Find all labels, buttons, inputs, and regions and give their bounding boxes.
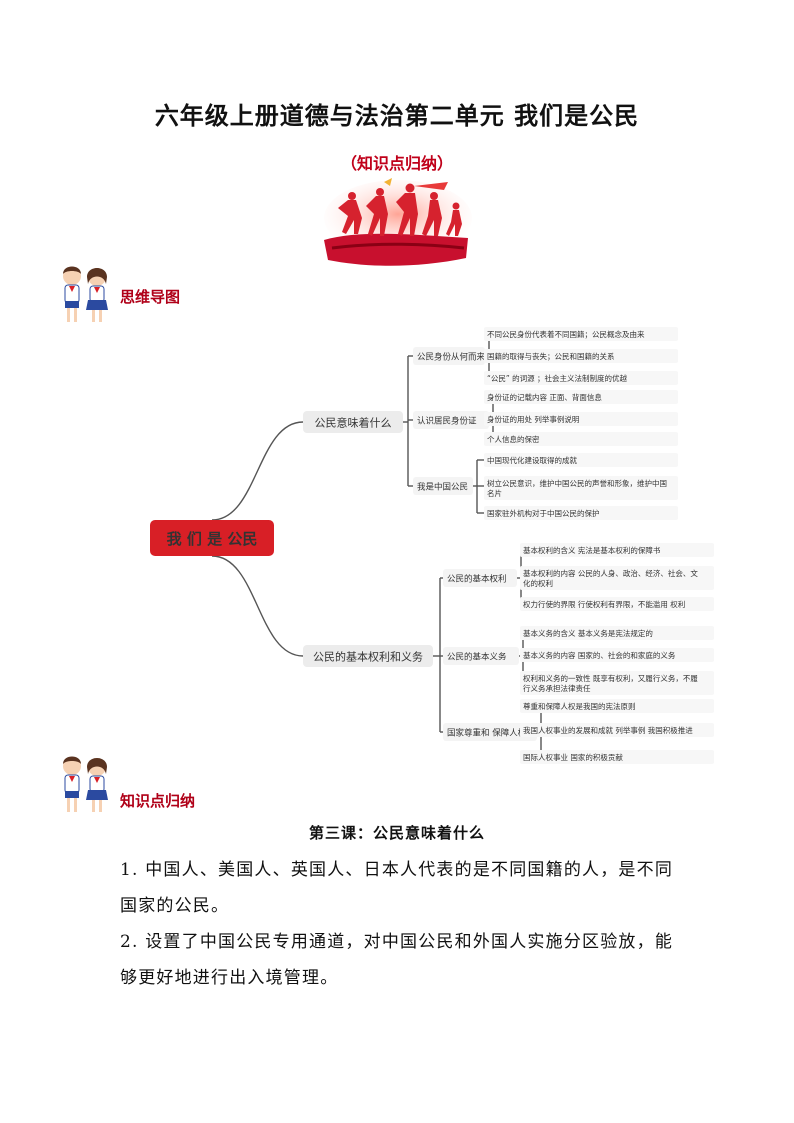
mindmap-leaf-node <box>484 371 678 385</box>
mindmap-leaf-node <box>520 723 714 737</box>
mindmap-branch-node <box>303 411 403 433</box>
paragraph-line: 国家的公民。 <box>120 896 230 916</box>
knowledge-point-2: 2. 设置了中国公民专用通道，对中国公民和外国人实施分区验放，能 够更好地进行出… <box>120 924 680 996</box>
paragraph-line: 2. 设置了中国公民专用通道，对中国公民和外国人实施分区验放，能 <box>120 932 674 952</box>
mindmap-leaf-label: 行义务承担法律责任 <box>523 683 591 693</box>
mindmap-topic-node <box>413 347 485 365</box>
mindmap-topic-label: 公民的基本权利 <box>447 574 507 585</box>
mindmap-leaf-node <box>484 506 678 520</box>
mindmap-leaf-node <box>484 412 678 426</box>
mindmap-leaf-label: 权力行使的界限 行使权利有界限，不能滥用 权利 <box>523 599 685 609</box>
page-subtitle: （知识点归纳） <box>340 154 453 173</box>
knowledge-point-1: 1. 中国人、美国人、英国人、日本人代表的是不同国籍的人，是不同 国家的公民。 <box>120 852 680 924</box>
lesson-title: 第三课：公民意味着什么 <box>308 824 485 842</box>
mindmap-topic-node <box>443 647 519 665</box>
mindmap-topic-node <box>413 411 489 429</box>
mindmap-leaf-node <box>520 648 714 662</box>
runners-banner-image <box>324 178 472 266</box>
mindmap-leaf-label: 不同公民身份代表着不同国籍；公民概念及由来 <box>487 329 645 339</box>
mindmap-branch-label: 公民的基本权利和义务 <box>313 650 423 664</box>
mindmap-section-label: 思维导图 <box>120 288 181 306</box>
mindmap-leaf-node <box>520 671 714 695</box>
mindmap-topic-label: 我是中国公民 <box>417 482 468 493</box>
mindmap-leaf-node <box>484 453 678 467</box>
mindmap-topic-label: 公民身份从何而来 <box>417 352 486 363</box>
page-title: 六年级上册道德与法治第二单元 我们是公民 <box>154 101 640 130</box>
mindmap-leaf-label: “公民” 的词源 ；社会主义法制制度的优越 <box>487 373 628 383</box>
mindmap-leaf-label: 国际人权事业 国家的积极贡献 <box>523 752 623 762</box>
mindmap-leaf-label: 尊重和保障人权是我国的宪法原则 <box>523 701 636 711</box>
mindmap-leaf-label: 身份证的记载内容 正面、背面信息 <box>487 392 602 402</box>
mindmap-leaf-node <box>484 390 678 404</box>
mindmap-root-label: 我 们 是 公民 <box>167 530 258 548</box>
mindmap-topic-node <box>443 569 517 587</box>
mindmap-leaf-node <box>520 626 714 640</box>
mindmap-leaf-label: 基本权利的内容 公民的人身、政治、经济、社会、文 <box>523 568 698 578</box>
mindmap-leaf-label: 国籍的取得与丧失；公民和国籍的关系 <box>487 351 615 361</box>
mindmap-leaf-node <box>520 597 714 611</box>
knowledge-section-label: 知识点归纳 <box>120 792 196 810</box>
mindmap-leaf-node <box>484 476 678 500</box>
mindmap-leaf-label: 我国人权事业的发展和成就 列举事例 我国积极推进 <box>523 725 693 735</box>
mindmap-leaf-label: 个人信息的保密 <box>487 434 540 444</box>
mindmap-leaf-node <box>520 543 714 557</box>
mindmap-leaf-label: 基本权利的含义 宪法是基本权利的保障书 <box>523 545 661 555</box>
mindmap-topic-label: 国家尊重和 保障人权 <box>447 728 527 739</box>
paragraph-line: 1. 中国人、美国人、英国人、日本人代表的是不同国籍的人，是不同 <box>120 860 674 880</box>
mindmap-topic-node <box>413 477 473 495</box>
mindmap-leaf-node <box>484 327 678 341</box>
mindmap-branch-label: 公民意味着什么 <box>315 416 392 430</box>
mindmap-leaf-label: 基本义务的内容 国家的、社会的和家庭的义务 <box>523 650 676 660</box>
mindmap-topic-label: 公民的基本义务 <box>447 652 507 663</box>
mindmap-leaf-node <box>484 432 678 446</box>
students-icon <box>63 756 108 812</box>
mindmap-leaf-node <box>520 750 714 764</box>
mindmap-leaf-label: 中国现代化建设取得的成就 <box>487 455 577 465</box>
mindmap-leaf-label: 基本义务的含义 基本义务是宪法规定的 <box>523 628 653 638</box>
paragraph-line: 够更好地进行出入境管理。 <box>120 968 339 988</box>
mindmap-leaf-label: 化的权利 <box>523 578 553 588</box>
mindmap-leaf-label: 权利和义务的一致性 既享有权利，又履行义务，不履 <box>523 673 698 683</box>
students-icon <box>63 266 108 322</box>
mindmap-leaf-node <box>520 699 714 713</box>
mindmap-branch-node <box>303 645 433 667</box>
mindmap-leaf-node <box>484 349 678 363</box>
mindmap-leaf-node <box>520 566 714 590</box>
mindmap-leaf-label: 身份证的用处 列举事例说明 <box>487 414 579 424</box>
mindmap-root-node <box>150 520 274 556</box>
mindmap-topic-label: 认识居民身份证 <box>417 416 477 427</box>
mindmap-leaf-label: 树立公民意识，维护中国公民的声誉和形象，维护中国 <box>487 478 667 488</box>
mindmap-leaf-label: 国家驻外机构对于中国公民的保护 <box>487 508 600 518</box>
mindmap-topic-node <box>443 723 537 741</box>
mindmap-leaf-label: 名片 <box>487 488 502 498</box>
